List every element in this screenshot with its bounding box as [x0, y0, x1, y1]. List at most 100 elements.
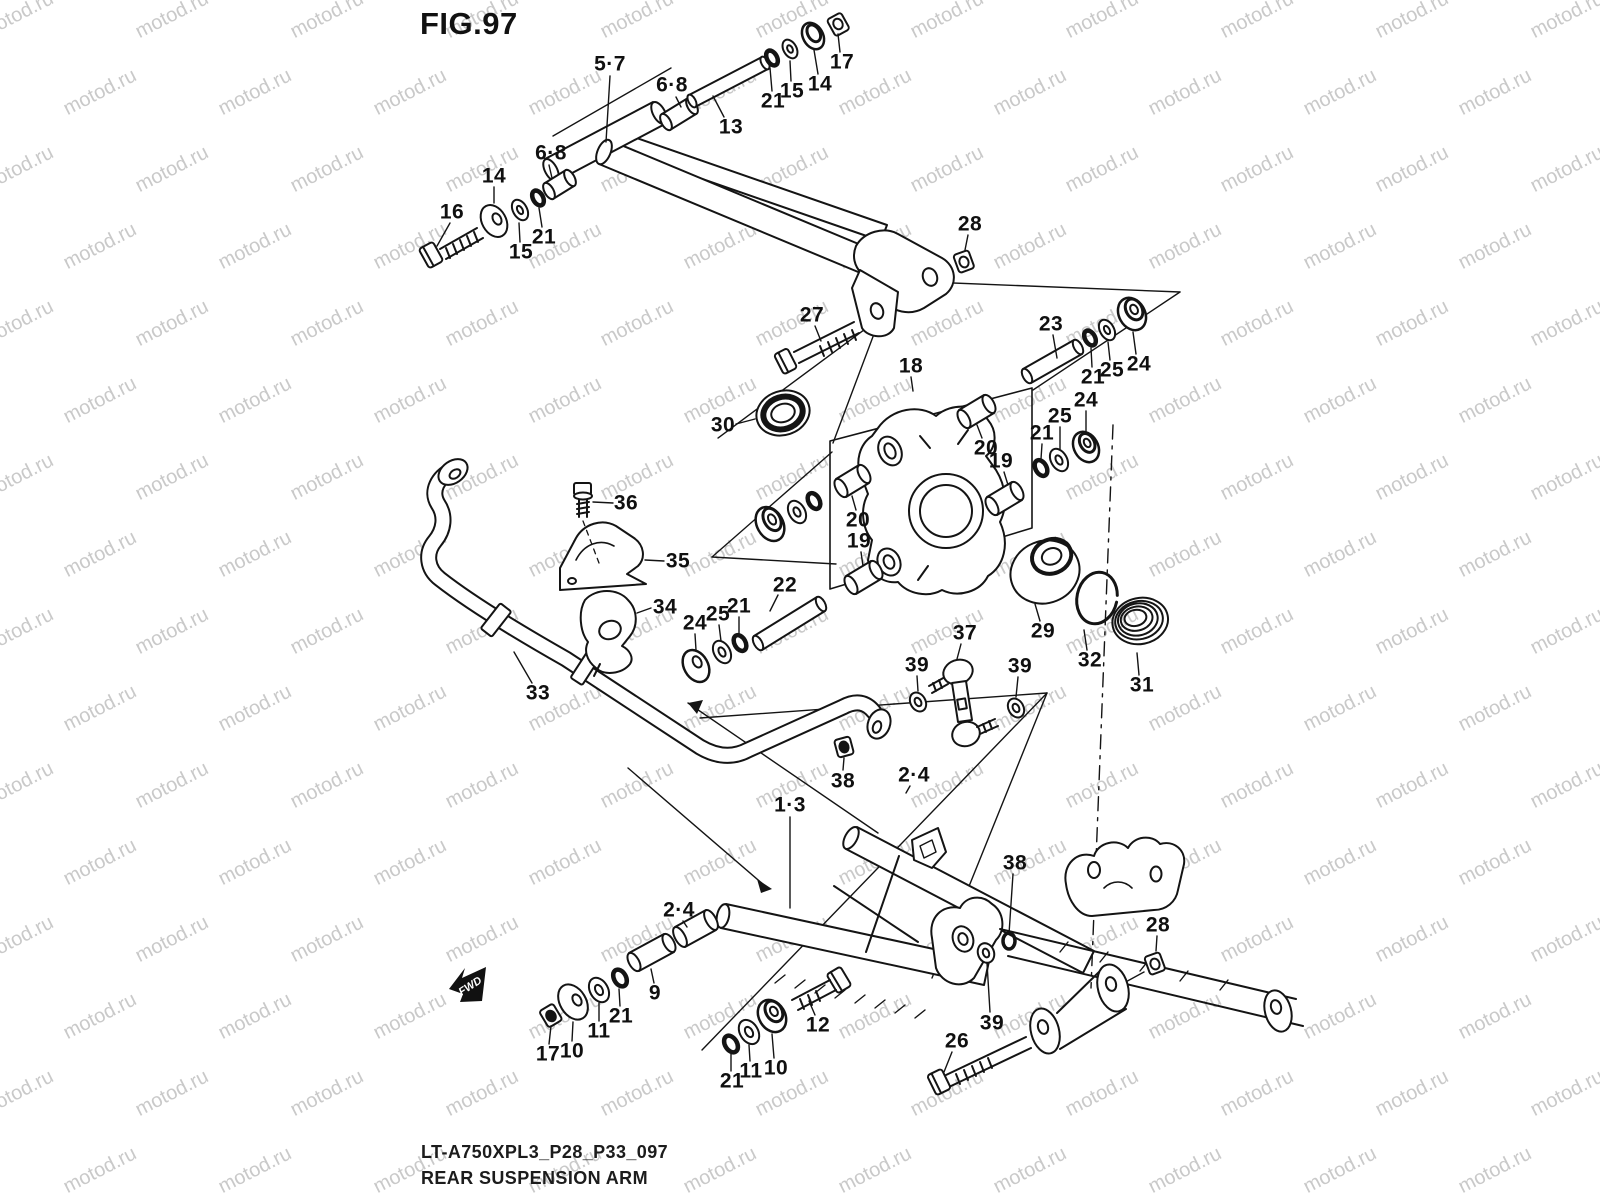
- callout-leader: [905, 785, 911, 794]
- upper-pivot-parts-left: [418, 168, 577, 269]
- drawing-footer: LT-A750XPL3_P28_P33_097 REAR SUSPENSION …: [421, 1139, 668, 1191]
- callout-leader: [571, 1021, 574, 1042]
- pin-row-topright: [1020, 296, 1148, 385]
- part-callout: 20: [973, 436, 999, 460]
- part-callout: 5·7: [594, 52, 626, 76]
- stabilizer-link-37: [908, 658, 1026, 748]
- callout-leader: [910, 376, 914, 392]
- callout-leader: [1136, 652, 1140, 676]
- part-callout: 2·4: [663, 898, 695, 922]
- part-callout: 12: [805, 1013, 831, 1037]
- callout-leader: [1155, 935, 1158, 952]
- part-callout: 34: [652, 595, 678, 619]
- part-callout: 26: [944, 1029, 970, 1053]
- nut-28-bottom: [1143, 951, 1166, 976]
- callout-leader: [712, 95, 725, 118]
- callout-leader: [1107, 341, 1111, 361]
- part-callout: 17: [535, 1042, 561, 1066]
- part-callout: 10: [559, 1039, 585, 1063]
- part-callout: 19: [846, 529, 872, 553]
- callout-leader: [842, 757, 845, 771]
- part-callout: 38: [830, 769, 856, 793]
- part-callout: 33: [525, 681, 551, 705]
- part-callout: 28: [957, 212, 983, 236]
- pointer-arrowhead: [757, 879, 772, 893]
- part-callout: 13: [718, 115, 744, 139]
- callout-leader: [851, 495, 857, 511]
- callout-leader: [636, 607, 652, 614]
- seal-31: [1111, 596, 1170, 646]
- part-callout: 11: [739, 1059, 763, 1083]
- callout-leader: [618, 988, 621, 1007]
- part-callout: 21: [531, 225, 557, 249]
- callout-leader: [964, 234, 969, 251]
- part-callout: 14: [481, 164, 507, 188]
- callout-leader: [1015, 676, 1019, 698]
- part-callout: 32: [1077, 648, 1103, 672]
- part-callout: 35: [665, 549, 691, 573]
- bearing-29: [1009, 536, 1081, 605]
- drawing-title: REAR SUSPENSION ARM: [421, 1168, 648, 1188]
- callout-leader: [1008, 873, 1014, 935]
- part-callout: 36: [613, 491, 639, 515]
- stabilizer-bar: [420, 458, 892, 764]
- callout-leader: [814, 325, 822, 342]
- fwd-marker: FWD: [449, 967, 486, 1002]
- part-callout: 39: [1007, 654, 1033, 678]
- callout-leader: [513, 651, 533, 684]
- part-callout: 31: [1129, 673, 1155, 697]
- callout-leader: [748, 1044, 751, 1062]
- part-callout: 10: [763, 1056, 789, 1080]
- bearing-row-right: [1032, 430, 1101, 479]
- part-callout: 39: [904, 653, 930, 677]
- part-callout: 21: [1080, 365, 1106, 389]
- rear-pivot-parts: [721, 966, 852, 1055]
- part-callout: 20: [845, 508, 871, 532]
- part-callout: 38: [1002, 851, 1028, 875]
- callout-leader: [1003, 471, 1009, 486]
- part-callout: 25: [705, 602, 731, 626]
- drawing-code: LT-A750XPL3_P28_P33_097: [421, 1142, 669, 1162]
- pivot-bushings: [833, 393, 1025, 596]
- part-callout: 29: [1030, 619, 1056, 643]
- circlip-32: [1075, 570, 1119, 626]
- part-callout: 22: [772, 573, 798, 597]
- callout-leader: [1052, 334, 1058, 359]
- part-callout: 24: [682, 611, 708, 635]
- bolt-16: [418, 227, 484, 269]
- callout-leader: [694, 633, 697, 651]
- bolt-12: [791, 966, 852, 1011]
- nut-38-upper: [833, 735, 855, 759]
- callout-leader: [1132, 331, 1137, 355]
- part-callout: 14: [807, 72, 833, 96]
- pointer-arrowhead: [688, 700, 703, 714]
- callout-leader: [548, 1025, 552, 1045]
- part-callout: 11: [587, 1019, 611, 1043]
- part-callout: 21: [726, 594, 752, 618]
- rear-mount-assembly: [926, 836, 1304, 1096]
- part-callout: 18: [898, 354, 924, 378]
- stabilizer-mount: [559, 482, 647, 677]
- callout-leader: [538, 207, 543, 228]
- callout-leader: [650, 968, 655, 984]
- part-callout: 24: [1126, 352, 1152, 376]
- part-callout: 17: [829, 50, 855, 74]
- part-callout: 19: [988, 449, 1014, 473]
- callout-leader: [956, 643, 962, 660]
- callout-leader-lines: [436, 33, 1158, 1073]
- callout-leader: [735, 418, 756, 425]
- part-callout: 28: [1145, 913, 1171, 937]
- pivot-housing: [857, 405, 1006, 596]
- callout-leader: [943, 1051, 953, 1073]
- part-callout: 16: [439, 200, 465, 224]
- part-callout: 21: [1029, 421, 1055, 445]
- part-callout: 37: [952, 621, 978, 645]
- callout-leader: [916, 675, 919, 692]
- part-callout: 15: [779, 79, 805, 103]
- callout-leader: [605, 75, 611, 143]
- bolt-36: [573, 482, 600, 564]
- part-callout: 25: [1047, 404, 1073, 428]
- callout-leader: [644, 559, 665, 562]
- callout-leader: [769, 67, 773, 92]
